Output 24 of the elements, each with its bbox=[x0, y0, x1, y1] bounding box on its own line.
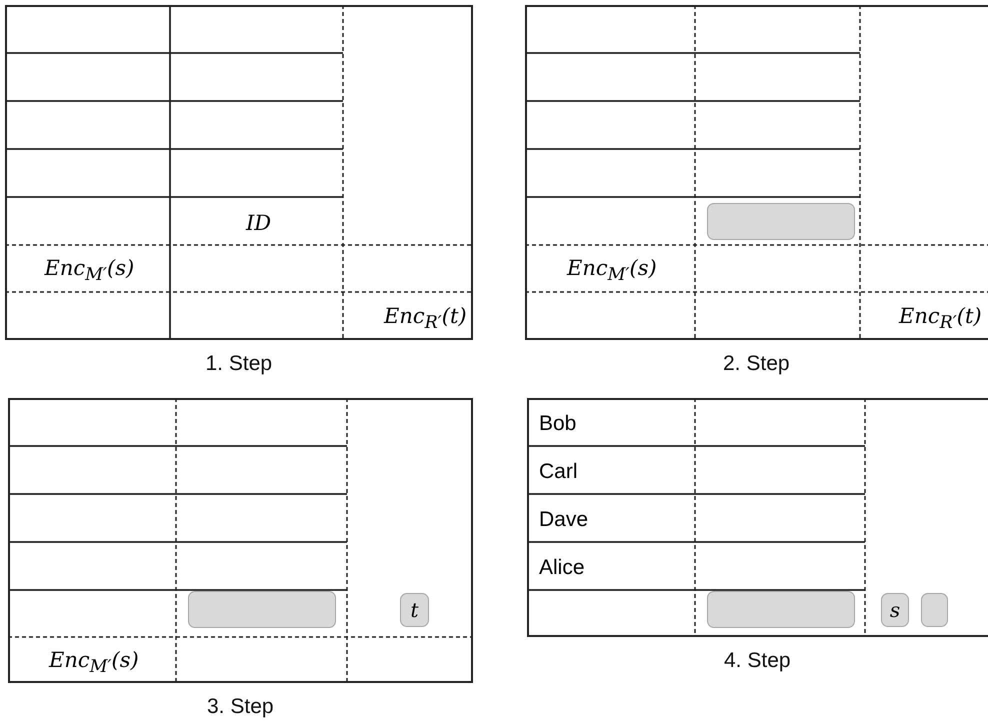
table-panel bbox=[527, 398, 988, 637]
step-caption: 3. Step bbox=[207, 695, 274, 719]
placeholder-box bbox=[188, 591, 336, 628]
math-label: Enc$_{M′}$(s) bbox=[567, 256, 657, 286]
table-panel bbox=[5, 5, 473, 340]
variable-tile: s bbox=[881, 593, 909, 627]
placeholder-box bbox=[921, 593, 948, 627]
name-label: Alice bbox=[539, 556, 585, 580]
variable-tile: t bbox=[400, 593, 429, 627]
step-caption: 2. Step bbox=[723, 352, 790, 376]
name-label: Bob bbox=[539, 412, 576, 436]
placeholder-box bbox=[707, 591, 855, 628]
step-caption: 1. Step bbox=[206, 352, 272, 376]
name-label: Dave bbox=[539, 508, 588, 532]
math-label: Enc$_{M′}$(s) bbox=[49, 648, 139, 677]
name-label: Carl bbox=[539, 460, 578, 484]
math-label: ID bbox=[246, 211, 272, 235]
table-panel bbox=[525, 5, 988, 340]
math-label: Enc$_{R′}$(t) bbox=[899, 304, 982, 333]
placeholder-box bbox=[707, 203, 855, 240]
table-panel bbox=[8, 398, 473, 683]
math-label: Enc$_{M′}$(s) bbox=[44, 256, 134, 286]
math-label: Enc$_{R′}$(t) bbox=[384, 304, 467, 333]
step-caption: 4. Step bbox=[724, 649, 791, 673]
